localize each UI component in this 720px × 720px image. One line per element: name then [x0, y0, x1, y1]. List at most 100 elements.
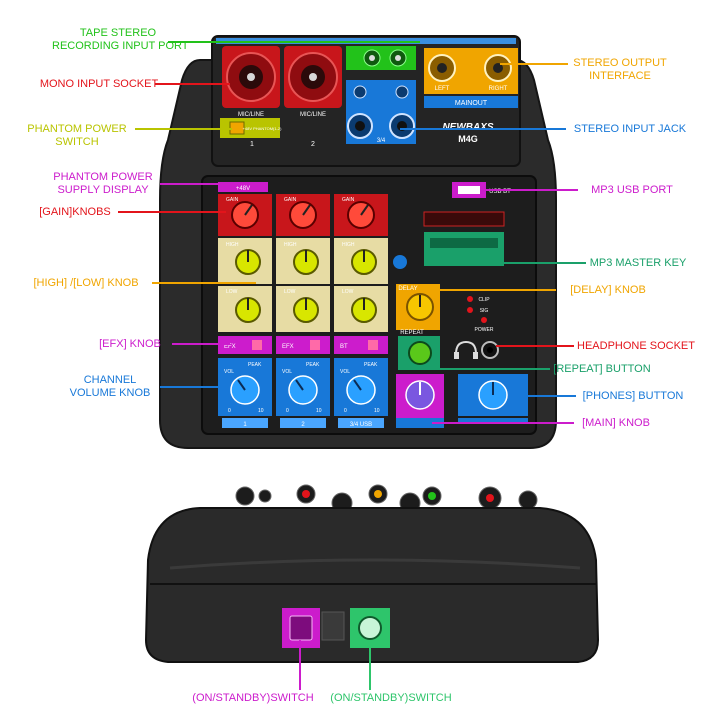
channel-34-number: 3/4 [377, 138, 386, 144]
stereo-output-interface[interactable] [424, 48, 518, 94]
high-label: HIGH [342, 242, 355, 248]
channel-strip-number: 2 [301, 422, 305, 428]
gain-knob-3[interactable] [334, 194, 388, 236]
channel-volume-knob-2[interactable] [276, 358, 330, 416]
plus48-label: +48V [236, 186, 250, 192]
power-led [481, 317, 487, 323]
gain-knob-1[interactable] [218, 194, 272, 236]
channel-2-number: 2 [311, 141, 315, 148]
peak-label: PEAK [364, 362, 378, 368]
dial-max-label: 10 [316, 408, 322, 414]
phantom-power-display [218, 182, 268, 192]
low-label: LOW [226, 289, 238, 295]
high-knob-1[interactable] [218, 238, 272, 284]
mp3-master-key[interactable] [424, 232, 504, 266]
channel-strip-1: GAIN HIGH LOW EFX VOL PEAK 0 10 1 [218, 194, 272, 428]
headphone-icon [454, 340, 478, 359]
channel-strip-number: 3/4 USB [350, 422, 372, 428]
gain-label: GAIN [226, 197, 239, 203]
sig-label: SIG [480, 308, 489, 314]
callout-high-low-knob: [HIGH] /[LOW] KNOB [33, 277, 139, 289]
mp3-display [423, 211, 505, 227]
stereo-input-jack[interactable] [346, 80, 416, 144]
efx-knob-3[interactable] [334, 336, 388, 354]
low-knob-3[interactable] [334, 286, 388, 332]
gain-label: GAIN [342, 197, 355, 203]
callout-on-standby-1: (ON/STANDBY)SWITCH [192, 692, 314, 704]
efx-label: EFX [282, 344, 294, 350]
mono-input-socket-1[interactable] [222, 46, 280, 108]
high-label: HIGH [284, 242, 297, 248]
peak-label: PEAK [306, 362, 320, 368]
callout-delay-knob: [DELAY] KNOB [570, 284, 646, 296]
callout-stereo-input: STEREO INPUT JACK [573, 123, 687, 135]
low-label: LOW [342, 289, 354, 295]
channel-strip-3: GAIN HIGH LOW BT VOL PEAK 0 10 3/4 USB [334, 194, 388, 428]
gain-knob-2[interactable] [276, 194, 330, 236]
low-knob-1[interactable] [218, 286, 272, 332]
efx-knob-1[interactable] [218, 336, 272, 354]
high-label: HIGH [226, 242, 239, 248]
callout-headphone: HEADPHONE SOCKET [577, 340, 695, 352]
callout-main-knob: [MAIN] KNOB [582, 417, 650, 429]
vol-label: VOL [224, 369, 234, 375]
dial-min-label: 0 [344, 408, 347, 414]
delay-knob[interactable] [396, 284, 440, 330]
low-label: LOW [284, 289, 296, 295]
repeat-button[interactable] [398, 336, 440, 370]
low-knob-2[interactable] [276, 286, 330, 332]
model-name: M4G [458, 134, 478, 144]
phones-strip [458, 418, 528, 424]
clip-label: CLIP [478, 297, 490, 303]
high-knob-3[interactable] [334, 238, 388, 284]
delay-label: DELAY [398, 286, 417, 292]
leader-lines [118, 41, 586, 690]
efx-knob-2[interactable] [276, 336, 330, 354]
gain-label: GAIN [284, 197, 297, 203]
channel-volume-knob-3[interactable] [334, 358, 388, 416]
dial-max-label: 10 [374, 408, 380, 414]
peak-label: PEAK [248, 362, 262, 368]
channel-strip-number: 1 [243, 422, 247, 428]
dial-max-label: 10 [258, 408, 264, 414]
callout-repeat-button: [REPEAT] BUTTON [553, 363, 651, 375]
mic-line-label-1: MIC/LINE [238, 112, 264, 118]
callout-mp3-master: MP3 MASTER KEY [589, 257, 687, 269]
sig-led [467, 307, 473, 313]
main-knob[interactable] [396, 374, 444, 418]
vol-label: VOL [340, 369, 350, 375]
mic-line-label-2: MIC/LINE [300, 112, 326, 118]
efx-label: EFX [224, 344, 236, 350]
mainout-bar [424, 96, 518, 108]
channel-1-number: 1 [250, 141, 254, 148]
channel-strip-tab [222, 418, 268, 428]
right-label: RIGHT [489, 86, 508, 92]
phantom-label: +48V PHANTOM(1-2) [243, 126, 283, 131]
mp3-usb-port[interactable] [452, 182, 486, 198]
dial-min-label: 0 [228, 408, 231, 414]
vol-label: VOL [282, 369, 292, 375]
tape-stereo-input-port[interactable] [346, 46, 416, 70]
bluetooth-icon [393, 255, 407, 269]
high-knob-2[interactable] [276, 238, 330, 284]
callout-phones-button: [PHONES] BUTTON [582, 390, 684, 402]
channel-strip-tab [338, 418, 384, 428]
callout-on-standby-2: (ON/STANDBY)SWITCH [330, 692, 452, 704]
channel-strip-tab [280, 418, 326, 428]
brand-logo: NEWBAXS [442, 122, 493, 133]
dc-port [321, 611, 345, 641]
main-strip [396, 418, 444, 428]
headphone-socket[interactable] [481, 341, 499, 359]
mixer-front-view [144, 484, 600, 663]
efx-label: BT [340, 344, 348, 350]
on-standby-switch-1[interactable] [282, 608, 320, 648]
callout-mono-input: MONO INPUT SOCKET [39, 78, 159, 90]
mono-input-socket-2[interactable] [284, 46, 342, 108]
